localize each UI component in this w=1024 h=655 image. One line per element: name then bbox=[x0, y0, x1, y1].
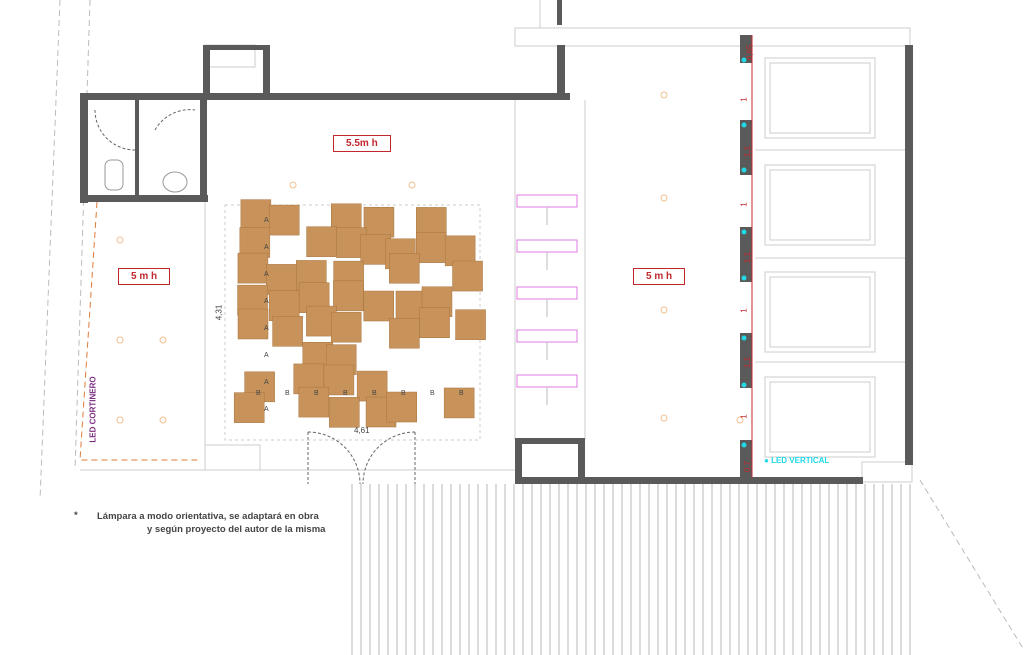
ceiling-light bbox=[408, 181, 416, 189]
ceiling-lights bbox=[116, 91, 744, 424]
installation-panel bbox=[389, 317, 420, 349]
led-point bbox=[741, 335, 747, 341]
ceiling-light bbox=[116, 416, 124, 424]
column-marker-b: B bbox=[256, 390, 261, 397]
table bbox=[516, 329, 578, 343]
ceiling-light bbox=[660, 194, 668, 202]
led-point bbox=[741, 122, 747, 128]
wall-dimension: 1 bbox=[739, 308, 749, 313]
note-line-1: Lámpara a modo orientativa, se adaptará … bbox=[97, 511, 319, 522]
led-points bbox=[741, 57, 747, 448]
room-height-main: 5.5m h bbox=[333, 135, 391, 152]
wall-dimension: 1,1 bbox=[743, 356, 753, 369]
doors bbox=[94, 109, 416, 485]
wall-dimension: 1 bbox=[739, 414, 749, 419]
led-vertical-text: LED VERTICAL bbox=[771, 456, 830, 465]
dimension-height: 4,31 bbox=[214, 304, 224, 321]
row-marker-a: A bbox=[264, 379, 269, 386]
installation-panel bbox=[329, 397, 360, 428]
led-point bbox=[741, 442, 747, 448]
tables bbox=[516, 194, 578, 405]
row-marker-a: A bbox=[264, 298, 269, 305]
led-point bbox=[741, 167, 747, 173]
exterior-hatch bbox=[351, 484, 911, 655]
column-marker-b: B bbox=[314, 390, 319, 397]
guide-lines bbox=[39, 0, 1024, 651]
installation-panel bbox=[356, 370, 388, 402]
led-vertical-label: ● LED VERTICAL bbox=[764, 456, 830, 465]
dimension-width: 4,61 bbox=[354, 426, 370, 435]
row-marker-a: A bbox=[264, 217, 269, 224]
room-height-right: 5 m h bbox=[633, 268, 686, 285]
row-marker-a: A bbox=[264, 244, 269, 251]
ceiling-light bbox=[116, 336, 124, 344]
cortinero-line bbox=[79, 201, 200, 461]
installation-panel bbox=[306, 226, 337, 257]
led-point bbox=[741, 275, 747, 281]
column-marker-b: B bbox=[285, 390, 290, 397]
ceiling-light bbox=[660, 414, 668, 422]
ceiling-light bbox=[289, 181, 297, 189]
ceiling-light bbox=[660, 91, 668, 99]
installation-panel bbox=[443, 387, 475, 419]
room-height-left: 5 m h bbox=[118, 268, 171, 285]
installation-panel bbox=[363, 290, 394, 322]
installation-panel bbox=[266, 264, 297, 295]
installation-panel bbox=[452, 260, 483, 292]
wall-dimension: 1,1 bbox=[743, 145, 753, 158]
table bbox=[516, 374, 578, 388]
row-marker-a: A bbox=[264, 325, 269, 332]
ceiling-light bbox=[159, 336, 167, 344]
column-marker-b: B bbox=[430, 390, 435, 397]
installation-panel bbox=[240, 199, 272, 230]
installation-panel bbox=[333, 280, 364, 312]
led-point bbox=[741, 229, 747, 235]
column-marker-b: B bbox=[372, 390, 377, 397]
table bbox=[516, 286, 578, 300]
installation-panel bbox=[268, 204, 300, 236]
installation-panel bbox=[237, 308, 269, 340]
thin-walls bbox=[80, 0, 913, 483]
ceiling-light bbox=[159, 416, 167, 424]
installation-panel bbox=[298, 386, 330, 418]
wall-dimension: 0,7 bbox=[743, 460, 753, 473]
column-marker-b: B bbox=[459, 390, 464, 397]
wall-dimension: 1 bbox=[739, 202, 749, 207]
ceiling-light bbox=[116, 236, 124, 244]
walls bbox=[80, 0, 913, 484]
installation-panel bbox=[389, 253, 420, 284]
wall-dimension: 1,1 bbox=[743, 251, 753, 264]
installation-panel bbox=[455, 309, 486, 340]
installation-panel bbox=[416, 207, 447, 238]
led-point bbox=[741, 57, 747, 63]
column-marker-b: B bbox=[343, 390, 348, 397]
wall-dimension: 1 bbox=[739, 97, 749, 102]
ceiling-light bbox=[736, 416, 744, 424]
installation-panel bbox=[233, 392, 265, 423]
note-asterisk: * bbox=[74, 510, 78, 521]
sanitary bbox=[104, 159, 188, 193]
installation-panel bbox=[330, 311, 362, 343]
installation-panel bbox=[419, 307, 450, 339]
column-marker-b: B bbox=[401, 390, 406, 397]
row-marker-a: A bbox=[264, 352, 269, 359]
installation-panel bbox=[416, 232, 447, 263]
ceiling-light bbox=[660, 306, 668, 314]
table bbox=[516, 239, 578, 253]
installation-panel bbox=[363, 206, 395, 238]
installation-panel bbox=[237, 252, 269, 284]
row-marker-a: A bbox=[264, 271, 269, 278]
table bbox=[516, 194, 578, 208]
installation-panel bbox=[386, 391, 418, 423]
led-cortinero-label: LED CORTINERO bbox=[88, 376, 98, 443]
note-line-2: y según proyecto del autor de la misma bbox=[147, 524, 326, 535]
row-marker-a: A bbox=[264, 406, 269, 413]
led-point bbox=[741, 382, 747, 388]
wall-dimension: 0,65 bbox=[745, 44, 755, 61]
installation-panel bbox=[272, 316, 303, 347]
